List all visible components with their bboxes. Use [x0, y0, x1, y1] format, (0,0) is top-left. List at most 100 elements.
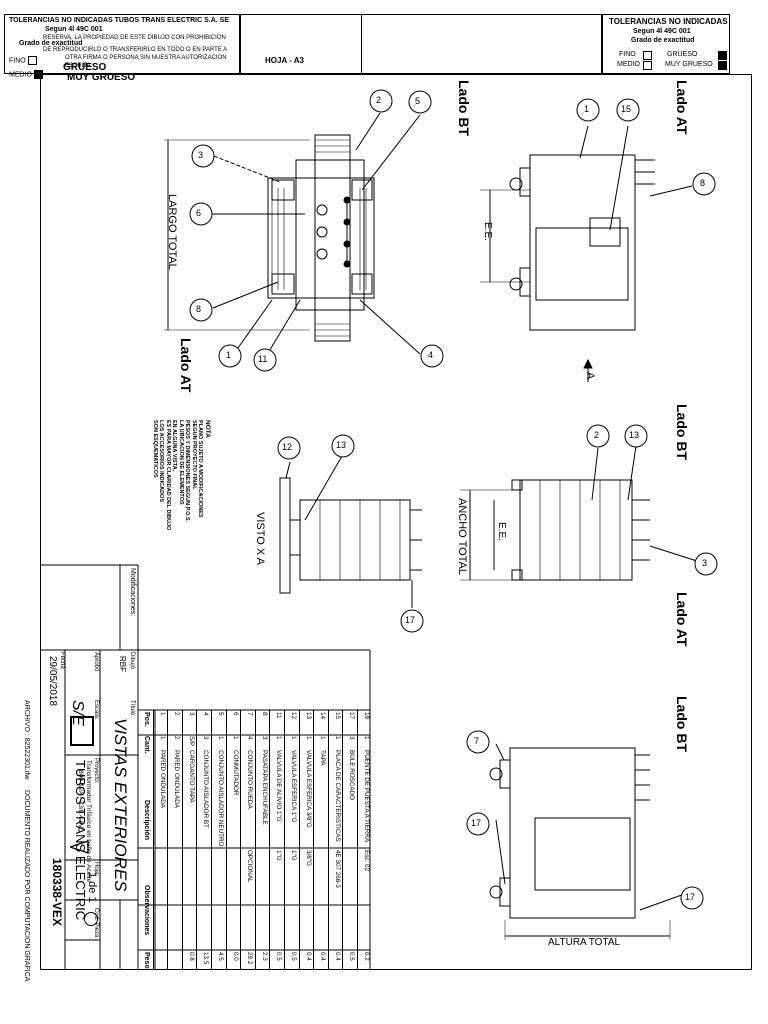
label-ee-front: E.E.: [482, 222, 493, 241]
balloons: [189, 89, 718, 910]
label-visto-x-a: VISTO X A: [254, 512, 266, 565]
drawing-number: 180338-VEX: [50, 858, 64, 927]
bom-cell-pos: 13: [304, 712, 312, 720]
bom-row-divider: [254, 710, 256, 970]
bom-cell-pos: 3: [187, 712, 195, 716]
bom-header-desc: Descripción: [143, 800, 150, 841]
bom-cell-desc: TAPA: [319, 750, 327, 766]
fecha-label: Fecha: [59, 652, 65, 669]
balloon-1-front: 1: [584, 104, 590, 114]
header-right-grade: Grado de exactitud: [631, 37, 695, 44]
bom-cell-desc: PARED ONDULADA: [173, 750, 181, 808]
drawing-frame: [40, 74, 752, 970]
balloon-2-top: 2: [376, 95, 382, 105]
modificaciones-label: Modificaciones:: [129, 568, 136, 617]
bom-cell-cant: 1: [363, 736, 370, 740]
balloon-17-bottom-a: 17: [471, 818, 482, 828]
label-ancho-total: ANCHO TOTAL: [456, 498, 468, 576]
header-muy-grueso: MUY GRUESO: [67, 72, 136, 83]
balloon-13-visto: 13: [336, 440, 347, 450]
aprobo-label: Aprobó: [93, 652, 99, 672]
bom-row-divider: [211, 710, 212, 970]
balloon-3-top: 3: [198, 150, 204, 160]
bom-cell-pos: 17: [348, 712, 356, 720]
label-arrow-a: A: [584, 372, 596, 380]
bom-row-divider: [167, 710, 169, 970]
bom-row-divider: [357, 710, 358, 970]
balloon-8-top: 8: [196, 304, 202, 314]
label-lado-at-front: Lado AT: [674, 80, 690, 135]
bom-cell-obs: Esc. 02: [363, 850, 370, 871]
bom-cell-cant: 3: [348, 736, 356, 740]
header-right-medio: MEDIO: [617, 61, 640, 68]
bom-cell-peso: 0.4: [304, 952, 312, 961]
checkbox-muy-grueso: [718, 61, 727, 70]
bom-cell-obs: OPCIONAL: [246, 850, 254, 883]
bom-cell-desc: CARGANTO TAPA: [187, 750, 195, 803]
bom-cell-obs: 3/8"G: [304, 850, 312, 866]
bom-header-pos: Pos.: [143, 712, 150, 727]
bom-cell-cant: 1: [304, 736, 312, 740]
bom-cell-peso: 0.8: [187, 952, 195, 961]
title-block-lines: [40, 564, 371, 970]
dibujo-value: RBF: [118, 656, 127, 672]
bom-cell-peso: 2.3: [260, 952, 268, 961]
nota-block: NOTA PLANO SUJETO A MODIFICACIONES SEGUN…: [152, 420, 211, 530]
header-grade-label: Grado de exactitud: [19, 40, 83, 47]
bom-cell-cant: 1: [231, 736, 239, 740]
bom-row-divider: [298, 710, 300, 970]
company-logo: [70, 716, 94, 746]
balloon-1-top: 1: [226, 350, 232, 360]
bom-cell-desc: VALVULA DE ALIVIO 1"G: [275, 750, 283, 822]
bom-cell-obs: 1"G: [290, 850, 297, 861]
documento-note: DOCUMENTO REALIZADO POR COMPUTACION GRAF…: [23, 790, 30, 982]
bom-row-divider: [342, 710, 344, 970]
titulo-label: Título: [129, 700, 135, 716]
header-right-fino: FINO: [619, 51, 636, 58]
bom-cell-peso: 0.0: [231, 952, 239, 961]
bom-header-peso: Peso: [143, 952, 150, 969]
bom-cell-peso: 0.5: [290, 952, 297, 961]
bom-row-divider: [181, 710, 183, 970]
bom-cell-peso: 0.4: [319, 952, 327, 961]
bom-cell-pos: 11: [275, 712, 283, 719]
header-copyright-3: OTRA FIRMA O PERSONA SIN NUESTRA AUTORIZ…: [65, 55, 227, 69]
header-right-title: TOLERANCIAS NO INDICADAS: [609, 17, 728, 26]
bottom-view: [489, 743, 691, 940]
header-company-line: TOLERANCIAS NO INDICADAS TUBOS TRANS ELE…: [9, 17, 229, 24]
label-lado-at-side: Lado AT: [674, 592, 690, 647]
balloon-5-top: 5: [415, 96, 421, 106]
bom-cell-pos: 7: [246, 712, 254, 716]
bom-cell-desc: PUENTE DE PUESTA A TIERRA: [363, 750, 370, 843]
bom-cell-desc: VALVULA ESFERICA 3/8"G: [304, 750, 312, 828]
bom-cell-peso: 0.5: [275, 952, 283, 961]
balloon-4-top: 4: [428, 350, 434, 360]
bom-row-divider: [269, 710, 271, 970]
bom-row-divider: [152, 710, 154, 970]
checkbox-fino: [643, 51, 652, 60]
nota-line: PESOS Y DIMENSIONES SEGUN P.O.S.: [184, 420, 191, 523]
bom-cell-desc: CONJUNTO AISLADOR NEUTRO: [217, 750, 224, 847]
header-right-norm: Segun 4l 49C 001: [633, 28, 691, 35]
nota-title: NOTA: [204, 420, 211, 438]
nota-line: SON ESQUEMATICOS: [152, 420, 158, 478]
side-view: [460, 445, 701, 581]
bom-cell-cant: 1: [319, 736, 327, 740]
bom-cell-obs: 1"G: [275, 850, 283, 861]
balloon-11-top: 11: [258, 354, 268, 364]
balloon-13-side: 13: [629, 430, 640, 440]
nota-line: PLANO SUJETO A MODIFICACIONES: [197, 420, 204, 518]
header-sheet: HOJA - A3: [265, 56, 304, 65]
bom-cell-peso: 4.5: [217, 952, 224, 961]
bom-cell-peso: 0.5: [348, 952, 356, 961]
hoja-value: 1 de 1: [86, 872, 98, 903]
bom-cell-cant: 1: [158, 736, 166, 740]
checkbox-medio: [643, 61, 652, 70]
balloon-8-front: 8: [700, 178, 706, 188]
bom-cell-cant: 3: [202, 736, 210, 740]
label-largo-total: LARGO TOTAL: [166, 194, 178, 270]
bom-cell-pos: 12: [290, 712, 297, 720]
bom-header-obs: Observaciones: [143, 885, 150, 936]
bom-cell-pos: 2: [173, 712, 181, 716]
